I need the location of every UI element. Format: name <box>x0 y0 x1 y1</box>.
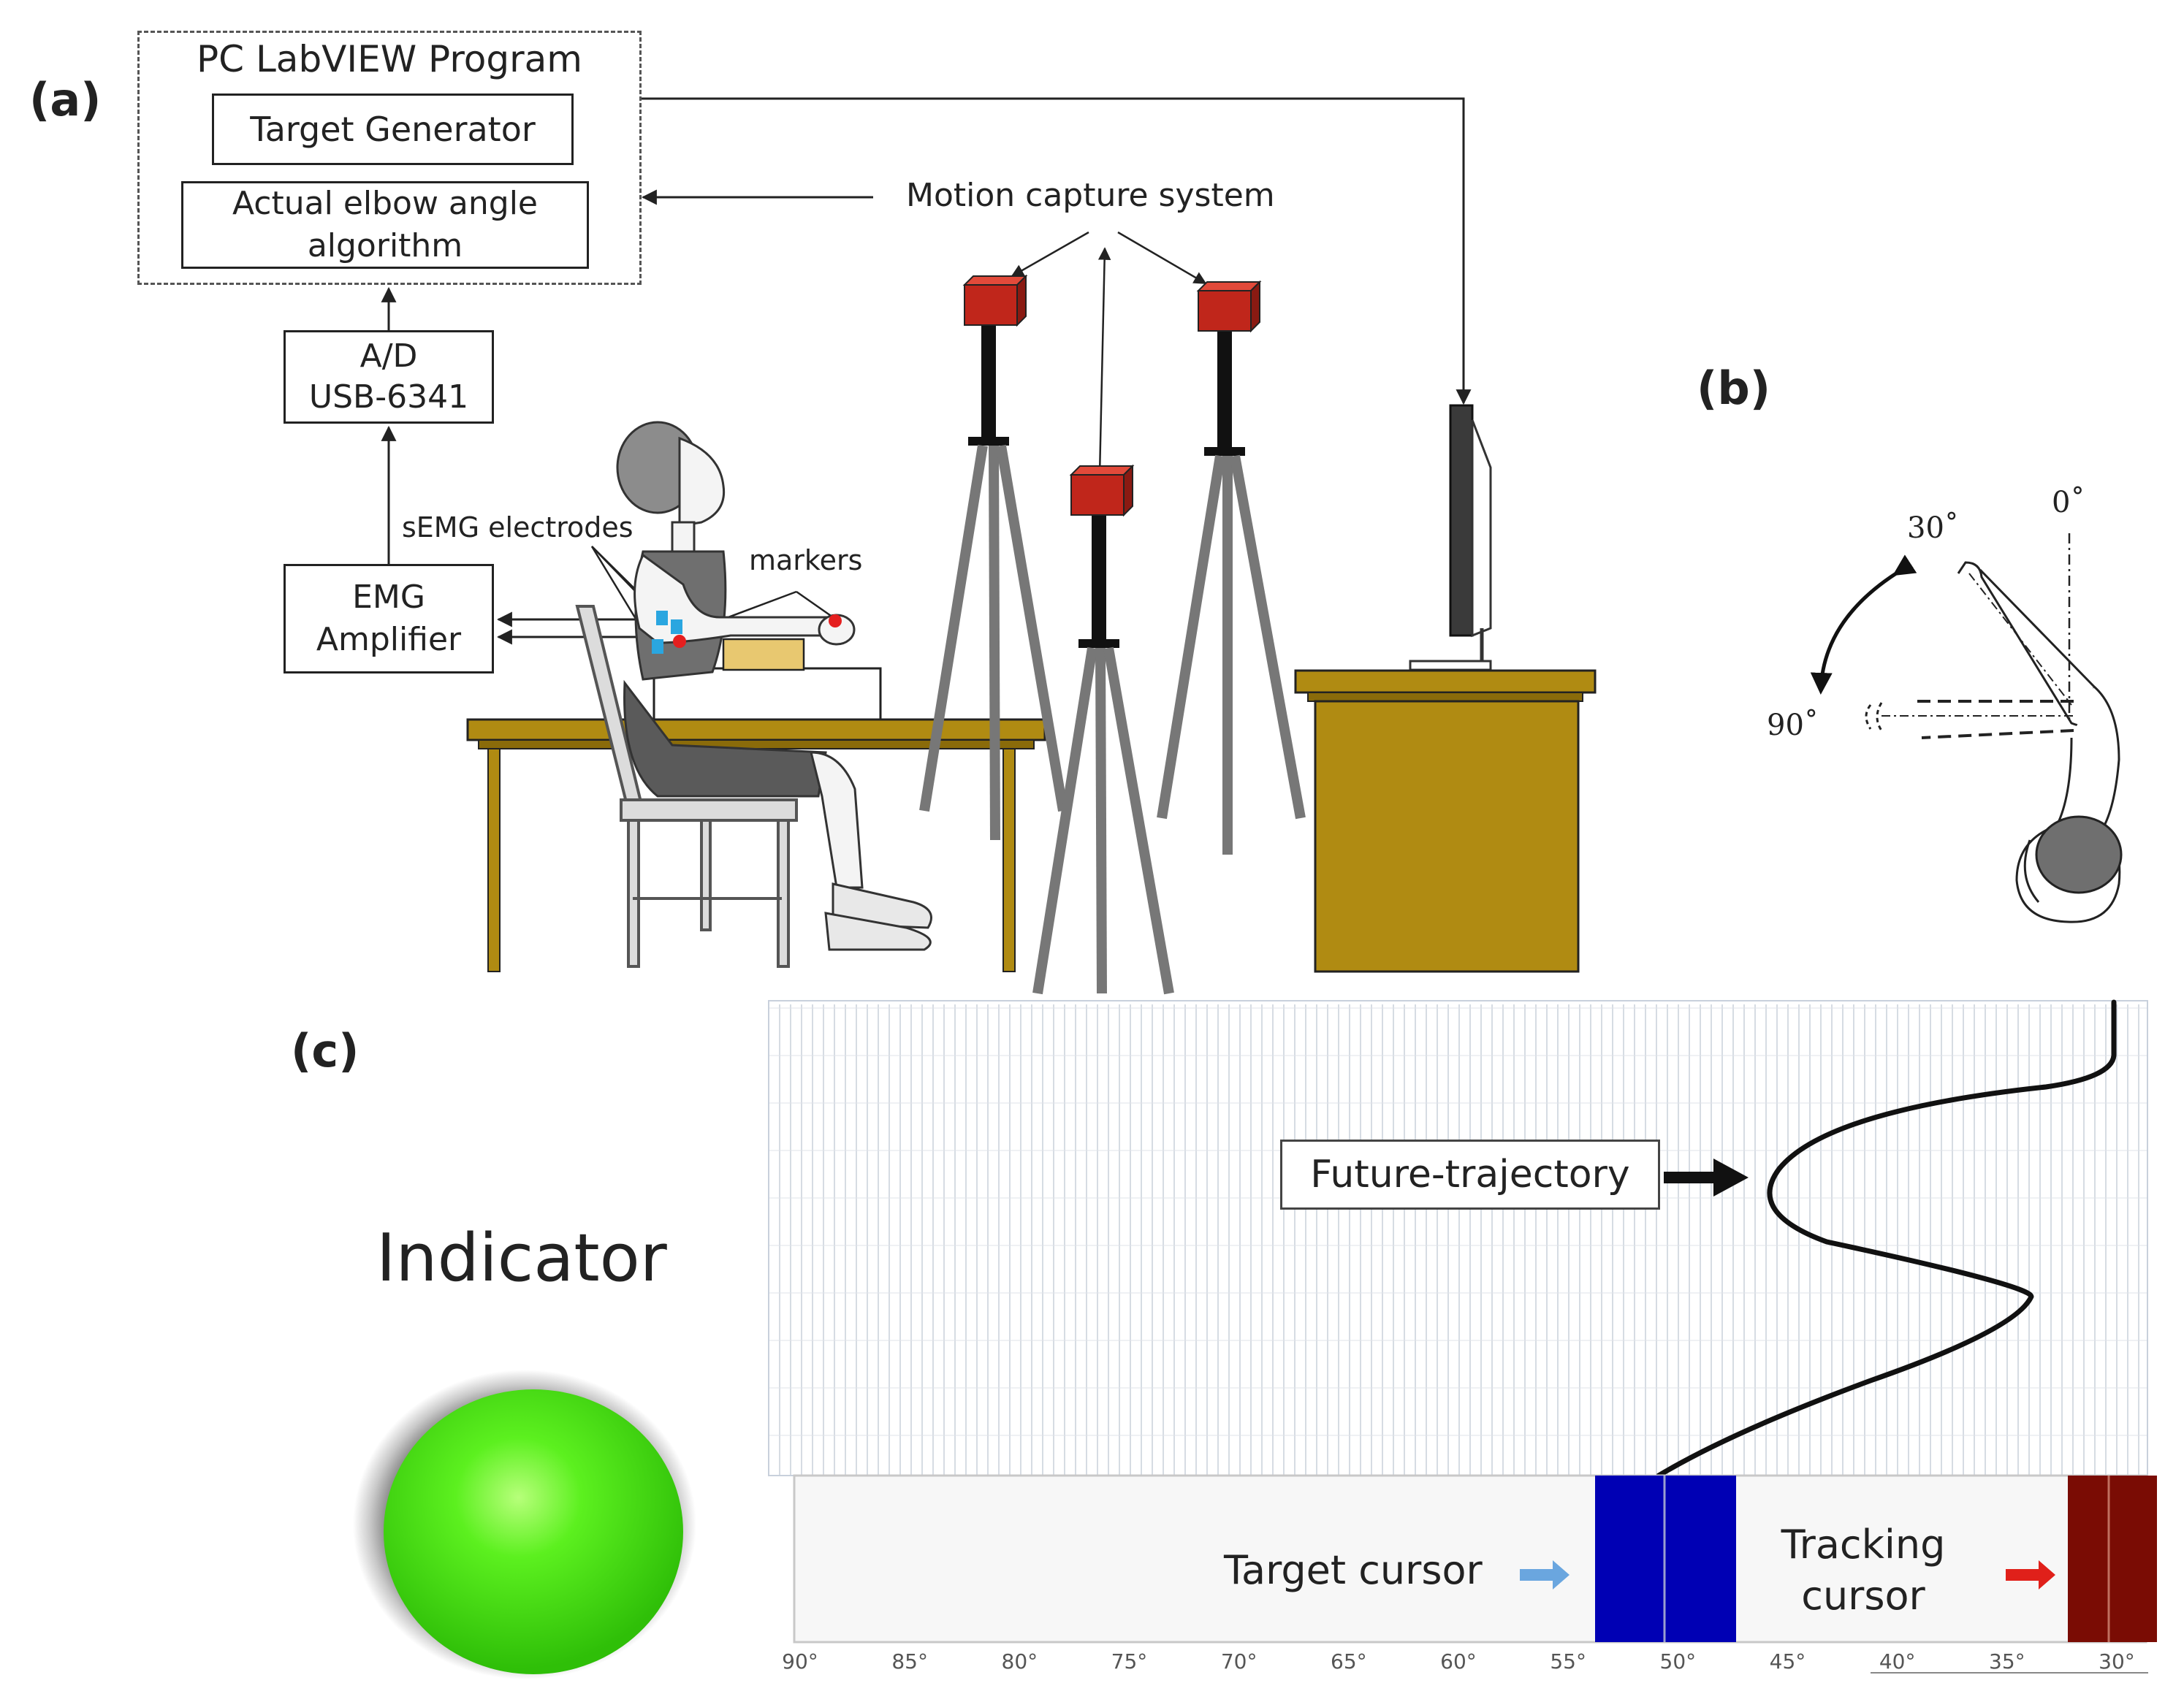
axis-tick-label: 55° <box>1550 1649 1586 1674</box>
pc-labview-box <box>137 31 642 285</box>
panel-a-label: (a) <box>29 73 102 126</box>
future-trajectory-label: Future-trajectory <box>1280 1140 1660 1210</box>
target-cursor-label: Target cursor <box>1224 1547 1483 1593</box>
marker-elbow <box>673 635 686 648</box>
markers-label: markers <box>749 544 863 576</box>
arm-support-box <box>652 667 882 721</box>
electrode-3 <box>652 639 663 654</box>
seated-person <box>616 421 932 951</box>
axis-tick-label: 45° <box>1769 1649 1806 1674</box>
panel-b-label: (b) <box>1697 362 1771 415</box>
emg-amplifier-box: EMG Amplifier <box>284 564 494 673</box>
target-generator-box: Target Generator <box>212 94 574 165</box>
head-top-view <box>2035 815 2123 894</box>
hand-block <box>722 638 805 671</box>
tracking-cursor-line2: cursor <box>1801 1573 1925 1619</box>
ad-line1: A/D <box>359 337 418 375</box>
tripod-left <box>919 321 1068 841</box>
arrow-pc-to-monitor <box>642 97 1472 405</box>
indicator-light <box>353 1370 696 1679</box>
axis-tick-label: 80° <box>1001 1649 1038 1674</box>
elbow-angle-line2: algorithm <box>307 227 463 264</box>
forearm-90 <box>1911 700 2074 739</box>
emg-line2: Amplifier <box>316 621 462 658</box>
semg-electrodes-label: sEMG electrodes <box>402 511 633 543</box>
angle-0-label: 0˚ <box>2052 486 2085 519</box>
axis-tick-label: 60° <box>1440 1649 1477 1674</box>
angle-90-label: 90˚ <box>1767 709 1819 742</box>
axis-tick-label: 35° <box>1989 1649 2025 1674</box>
tracking-cursor-block <box>2068 1476 2157 1642</box>
axis-tick-label: 40° <box>1879 1649 1916 1674</box>
tracking-cursor-label: Tracking cursor <box>1776 1519 1951 1622</box>
motion-capture-label: Motion capture system <box>906 177 1275 214</box>
future-trajectory-arrow <box>1664 1159 1749 1197</box>
emg-line1: EMG <box>352 579 425 616</box>
camera-middle <box>1069 464 1135 517</box>
setup-illustration <box>381 97 1597 995</box>
axis-tick-label: 65° <box>1331 1649 1367 1674</box>
tripod-middle <box>1032 511 1174 995</box>
elbow-angle-box: Actual elbow angle algorithm <box>181 181 589 269</box>
axis-tick-label: 85° <box>891 1649 928 1674</box>
camera-left <box>962 274 1028 327</box>
electrode-1 <box>656 611 668 625</box>
tracking-cursor-line1: Tracking <box>1781 1522 1946 1568</box>
axis-tick-label: 90° <box>782 1649 818 1674</box>
left-table-leg-1 <box>487 748 501 972</box>
axis-tick-label: 70° <box>1220 1649 1257 1674</box>
marker-pointer-2 <box>796 590 834 619</box>
elbow-angle-diagram <box>1810 533 2123 923</box>
monitor <box>1409 404 1492 671</box>
right-desk <box>1294 669 1597 973</box>
electrode-2 <box>671 619 682 634</box>
axis-tick-label: 50° <box>1659 1649 1697 1674</box>
ad-line2: USB-6341 <box>308 378 469 416</box>
elbow-angle-line1: Actual elbow angle <box>232 185 539 222</box>
future-trajectory-curve <box>1656 999 2117 1478</box>
trajectory-grid <box>768 1004 2147 1476</box>
marker-wrist <box>829 614 842 627</box>
camera-right <box>1196 280 1262 333</box>
target-cursor-arrow <box>1520 1560 1569 1590</box>
tracking-cursor-arrow <box>2006 1560 2055 1590</box>
axis-tick-label: 30° <box>2099 1649 2135 1674</box>
left-table-leg-2 <box>1002 748 1016 972</box>
cursor-strip <box>793 1474 2147 1644</box>
indicator-label: Indicator <box>376 1220 667 1297</box>
indicator-green-ball <box>384 1389 683 1674</box>
ad-converter-box: A/D USB-6341 <box>284 330 494 424</box>
angle-30-label: 30˚ <box>1907 511 1959 545</box>
rotation-arrow <box>1810 554 1917 695</box>
axis-tick-label: 75° <box>1111 1649 1148 1674</box>
panel-c-label: (c) <box>291 1024 359 1077</box>
tripod-right <box>1157 327 1306 855</box>
pc-labview-title: PC LabVIEW Program <box>196 38 583 80</box>
chair <box>575 605 798 968</box>
